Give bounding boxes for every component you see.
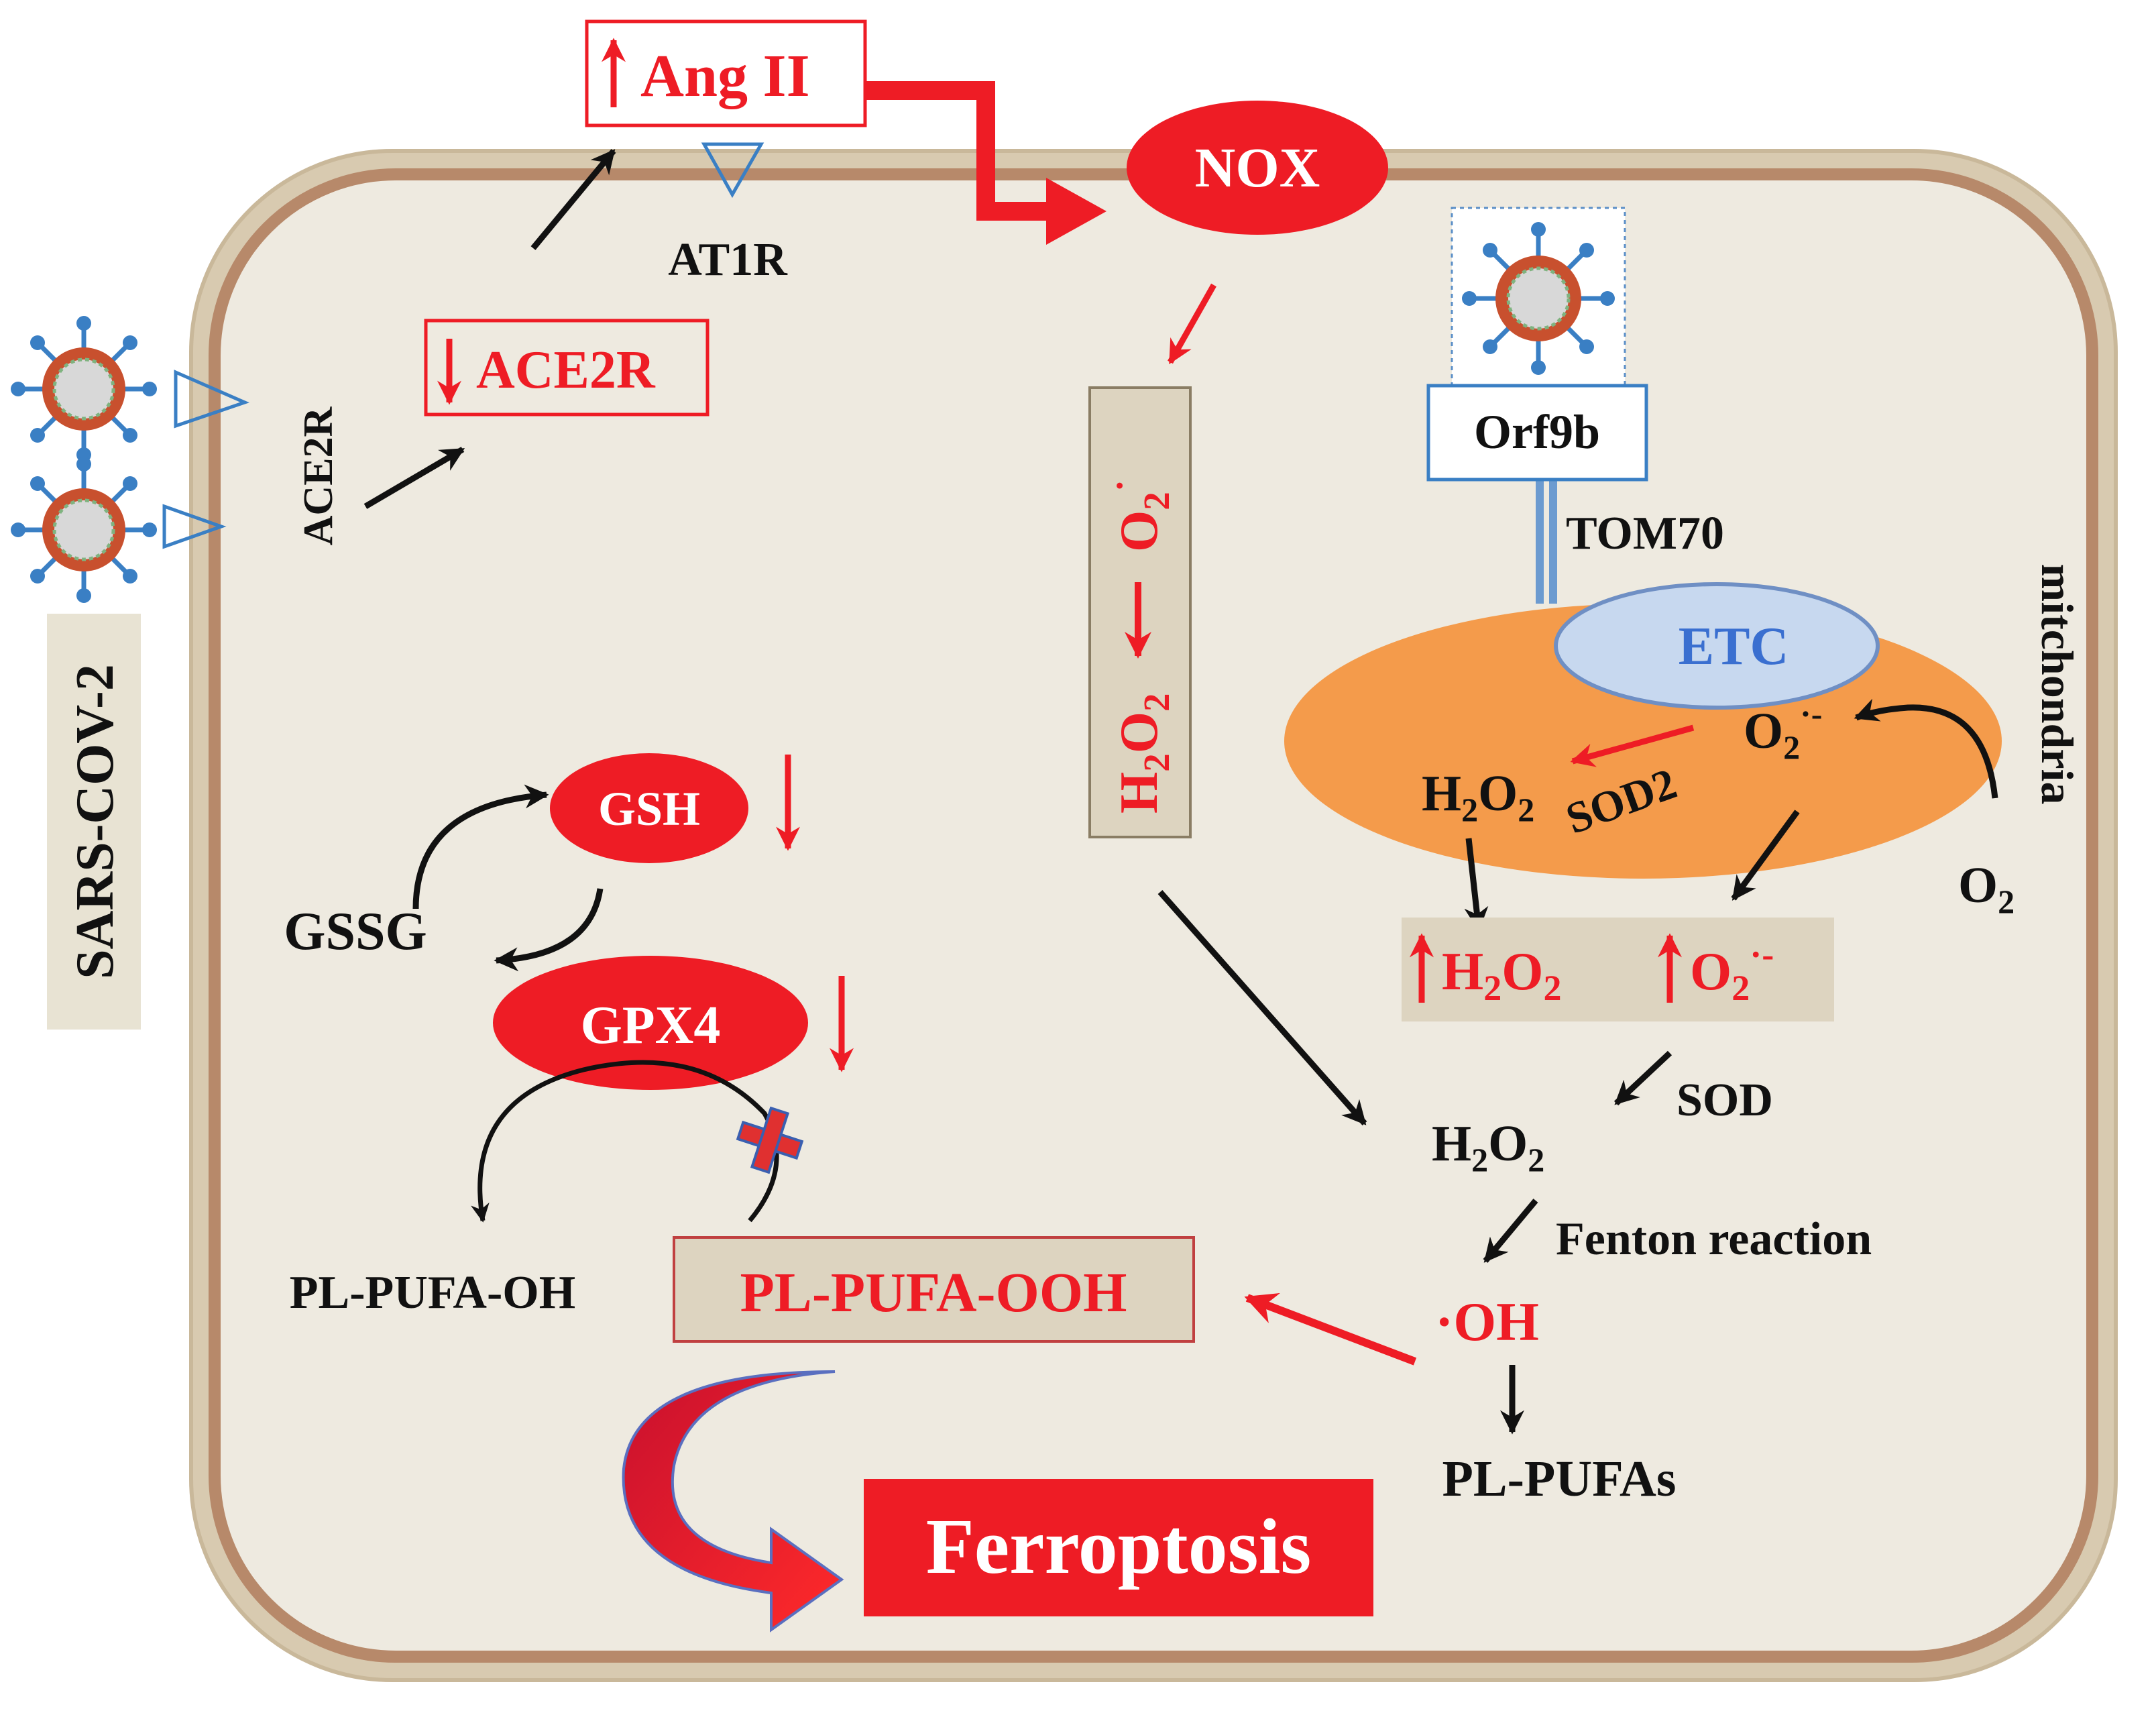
increase-h2o2-s2: 2 — [1543, 968, 1561, 1008]
virus-label: SARS-COV-2 — [66, 664, 125, 979]
ros-o2-sup: · — [1099, 480, 1140, 492]
o2-outside: O2 — [1958, 857, 2015, 920]
h2o2-mito-h: H — [1422, 765, 1461, 822]
at1r-label: AT1R — [668, 234, 788, 286]
arrowhead-nox — [1046, 178, 1107, 245]
orf9b-label: Orf9b — [1474, 405, 1600, 459]
superoxide-mito: O2·- — [1744, 695, 1822, 766]
arrow-sod — [1613, 1050, 1672, 1106]
receptor-label: ACE2R — [296, 406, 341, 545]
ace2r-triangle-icon — [174, 370, 249, 429]
tom70-channel — [1549, 480, 1557, 604]
tom70-channel — [1536, 480, 1544, 604]
sod-label: SOD — [1677, 1074, 1773, 1126]
ros-h2o2-sub2: 2 — [1136, 694, 1177, 712]
increase-h2o2: H2O2 — [1442, 942, 1561, 1008]
arrow-gpx4-reaction — [471, 1060, 779, 1223]
h2o2-cytosol: H2O2 — [1432, 1115, 1544, 1178]
gsh-label: GSH — [598, 782, 700, 836]
arrow-sod2 — [1570, 724, 1695, 767]
angii-label: Ang II — [640, 43, 810, 109]
ros-box — [1088, 386, 1192, 838]
at1r-triangle-icon — [701, 142, 764, 199]
arrow-to-gssg — [494, 888, 604, 972]
tom70-label: TOM70 — [1566, 508, 1724, 559]
plpufa-ooh-box — [673, 1236, 1195, 1343]
angii-box — [585, 19, 867, 127]
arrow-nox-to-ros — [1168, 283, 1216, 365]
arrow-angii-to-nox — [865, 81, 1046, 221]
virus-icon — [11, 316, 157, 462]
h2o2-mito-o: O — [1478, 765, 1518, 822]
superoxide-sub: 2 — [1783, 728, 1800, 766]
ace2r-down-label: ACE2R — [476, 341, 656, 400]
increase-o2-sup: ·- — [1750, 934, 1774, 975]
ace2r-down-box — [424, 319, 710, 417]
gpx4-node — [493, 956, 808, 1090]
superoxide-sup: ·- — [1800, 695, 1822, 732]
o2-outside-sub: 2 — [1998, 883, 2015, 920]
arrow-oh-to-plpufa-ooh — [1244, 1292, 1417, 1366]
arrow-o2-to-superoxide — [1854, 698, 1998, 799]
gpx4-label: GPX4 — [581, 996, 721, 1055]
mitochondria-label: mitchondria — [2032, 564, 2083, 805]
h2o2-mito-s2: 2 — [1518, 791, 1534, 828]
ros-o2-sub: 2 — [1136, 492, 1177, 510]
etc-label: ETC — [1679, 617, 1789, 676]
superoxide-main: O — [1744, 703, 1783, 759]
o2-outside-main: O — [1958, 857, 1998, 914]
nox-node — [1127, 101, 1388, 235]
virus-icon — [1462, 222, 1615, 375]
ros-h2o2-o: O — [1110, 712, 1169, 753]
h2o2-cyt-o: O — [1488, 1115, 1528, 1172]
ros-h2o2-sub1: 2 — [1136, 753, 1177, 772]
h2o2-cyt-s1: 2 — [1471, 1141, 1488, 1178]
increase-o2: O2·- — [1690, 934, 1774, 1008]
orf9b-box — [1426, 384, 1648, 482]
ferroptosis-label: Ferroptosis — [926, 1502, 1312, 1590]
increase-h2o2-s1: 2 — [1483, 968, 1501, 1008]
ferroptosis-box — [864, 1479, 1373, 1616]
increase-h2o2-h: H — [1442, 942, 1483, 1001]
nox-label: NOX — [1195, 137, 1320, 199]
arrow-superoxide-to-increase — [1731, 810, 1800, 901]
h2o2-mito-s1: 2 — [1461, 791, 1478, 828]
arrow-fenton — [1483, 1199, 1538, 1263]
gssg-label: GSSG — [284, 902, 427, 961]
h2o2-cyt-s2: 2 — [1528, 1141, 1544, 1178]
plpufas-label: PL-PUFAs — [1442, 1451, 1677, 1507]
etc-node — [1554, 582, 1880, 710]
arrow-receptor-to-ace2r — [363, 447, 465, 509]
h2o2-mito: H2O2 — [1422, 765, 1534, 828]
oh-radical: ·OH — [1435, 1291, 1539, 1352]
plpufa-ooh-label: PL-PUFA-OOH — [740, 1262, 1127, 1324]
svg-text:O2·: O2· — [1099, 480, 1177, 552]
virus-label-box — [47, 614, 141, 1030]
h2o2-cyt-h: H — [1432, 1115, 1471, 1172]
ros-o2-o: O — [1110, 510, 1169, 552]
ace2r-triangle-icon — [162, 504, 227, 549]
arrow-ros-to-h2o2 — [1157, 890, 1367, 1125]
arrow-gssg-to-gsh — [412, 784, 549, 909]
inhibition-x-icon — [736, 1106, 804, 1174]
fenton-label: Fenton reaction — [1556, 1213, 1872, 1265]
arrow-to-angii — [530, 149, 616, 250]
ros-h2o2-h: H — [1110, 772, 1169, 814]
increase-o2-o: O — [1690, 942, 1732, 1001]
svg-text:H2O2: H2O2 — [1110, 694, 1177, 814]
ferroptosis-curved-arrow — [622, 1370, 844, 1633]
arrow-h2o2-to-increase — [1464, 838, 1489, 932]
increase-o2-sub: 2 — [1732, 968, 1750, 1008]
gsh-node — [550, 753, 748, 863]
increase-box — [1402, 918, 1834, 1021]
plpufa-oh-label: PL-PUFA-OH — [290, 1267, 575, 1319]
virus-icon — [11, 457, 157, 603]
increase-h2o2-o: O — [1501, 942, 1543, 1001]
ros-box-content: H2O2 O2· — [1099, 480, 1177, 814]
